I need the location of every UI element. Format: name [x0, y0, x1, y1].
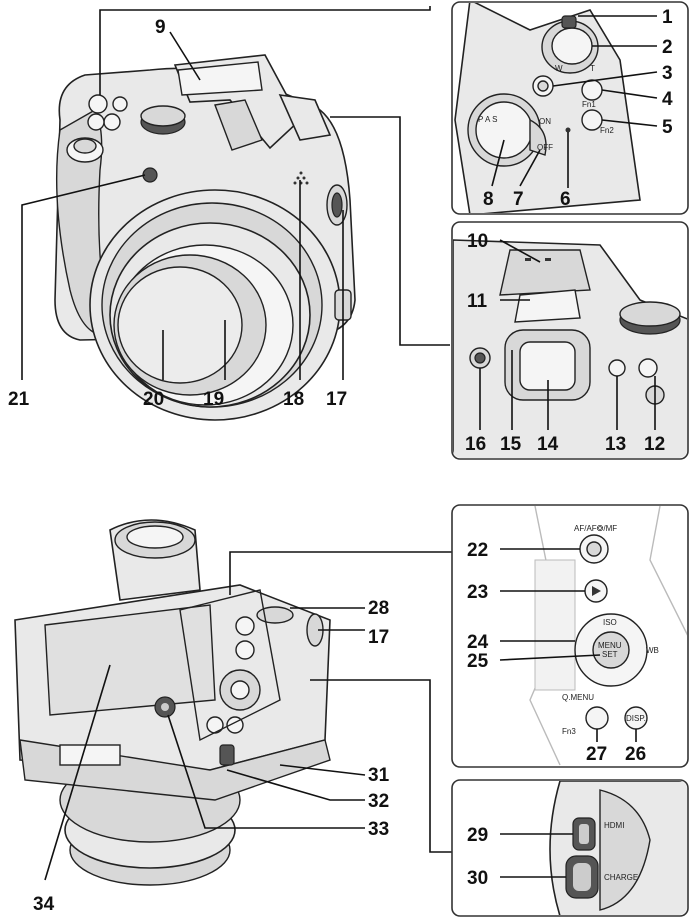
- camera-rear-view: [14, 519, 331, 886]
- callout-30: 30: [467, 868, 488, 889]
- wb-label: WB: [646, 646, 659, 655]
- callout-11: 11: [467, 291, 488, 312]
- callout-5: 5: [662, 117, 673, 138]
- hdmi-label: HDMI: [604, 821, 624, 830]
- fn2-label: Fn2: [600, 126, 614, 135]
- callout-32: 32: [368, 791, 389, 812]
- zoom-t-label: T: [590, 64, 595, 73]
- callout-10: 10: [467, 231, 488, 252]
- callout-2: 2: [662, 37, 673, 58]
- callout-13: 13: [605, 434, 626, 455]
- callout-21: 21: [8, 389, 30, 410]
- callout-27: 27: [586, 744, 607, 765]
- callout-25: 25: [467, 651, 489, 672]
- charge-label: CHARGE: [604, 873, 638, 882]
- svg-text:P A S: P A S: [478, 115, 497, 124]
- callout-24: 24: [467, 632, 489, 653]
- fn3-label: Fn3: [562, 727, 576, 736]
- callout-31: 31: [368, 765, 390, 786]
- callout-4: 4: [662, 89, 673, 110]
- qmenu-label: Q.MENU: [562, 693, 594, 702]
- callout-29: 29: [467, 825, 488, 846]
- front-view-leads: [21, 6, 450, 380]
- camera-front-view: [54, 54, 356, 421]
- disp-label: DISP.: [626, 714, 646, 723]
- rear-view-leads: [44, 551, 452, 881]
- callout-12: 12: [644, 434, 665, 455]
- callout-33: 33: [368, 819, 389, 840]
- af-mf-label: AF/AF❂/MF: [574, 524, 617, 533]
- callout-17: 17: [326, 389, 347, 410]
- menu-label: MENU: [598, 641, 622, 650]
- callout-22: 22: [467, 540, 488, 561]
- iso-label: ISO: [603, 618, 617, 627]
- off-label: OFF: [537, 143, 553, 152]
- callout-6: 6: [560, 189, 571, 210]
- callout-1: 1: [662, 7, 673, 28]
- panel-top-controls: P A S W T Fn1 Fn2 ON OFF: [451, 1, 689, 215]
- panel-viewfinder: [451, 221, 689, 460]
- zoom-w-label: W: [555, 64, 563, 73]
- callout-9: 9: [155, 17, 166, 38]
- callout-26: 26: [625, 744, 646, 765]
- callout-18: 18: [283, 389, 304, 410]
- fn1-label: Fn1: [582, 100, 596, 109]
- on-label: ON: [539, 117, 551, 126]
- callout-17-rear: 17: [368, 627, 389, 648]
- callout-20: 20: [143, 389, 164, 410]
- callout-23: 23: [467, 582, 488, 603]
- callout-28: 28: [368, 598, 389, 619]
- callout-14: 14: [537, 434, 559, 455]
- callout-8: 8: [483, 189, 494, 210]
- callout-34: 34: [33, 894, 55, 915]
- callout-15: 15: [500, 434, 522, 455]
- callout-3: 3: [662, 63, 673, 84]
- callout-7: 7: [513, 189, 524, 210]
- callout-16: 16: [465, 434, 486, 455]
- callout-19: 19: [203, 389, 224, 410]
- panel-rear-buttons: AF/AF❂/MF ISO WB MENU SET Q.MENU Fn3 DIS…: [451, 504, 689, 768]
- panel-ports: HDMI CHARGE: [451, 779, 689, 917]
- set-label: SET: [602, 650, 618, 659]
